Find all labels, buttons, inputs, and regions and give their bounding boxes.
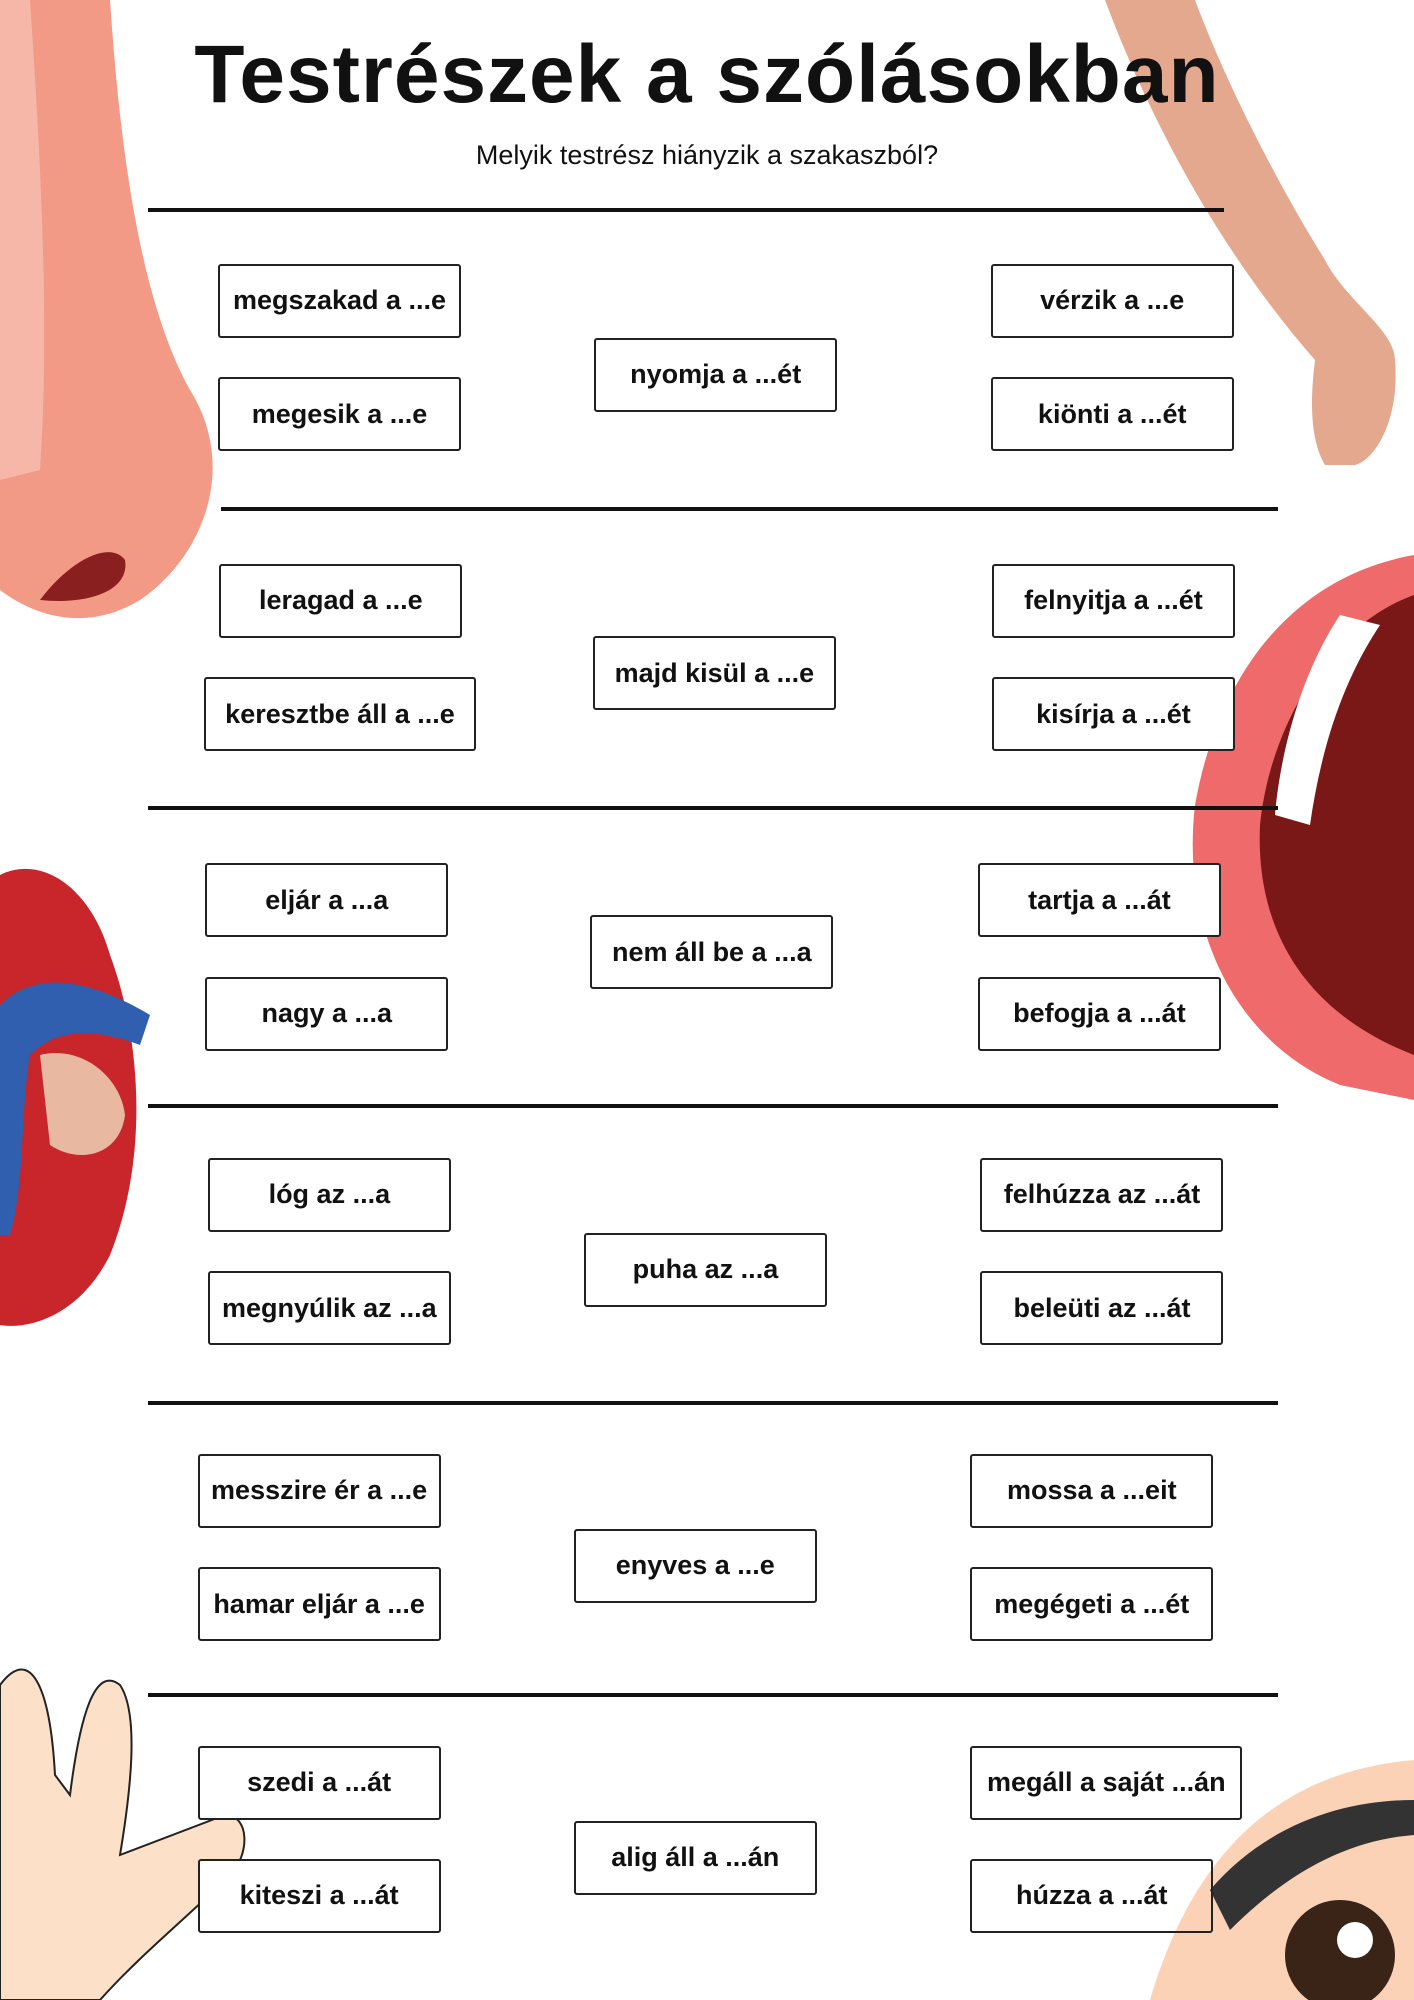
phrase-box-center: alig áll a ...án bbox=[573, 1820, 817, 1895]
section-divider bbox=[147, 1104, 1278, 1109]
section-divider bbox=[147, 805, 1278, 810]
mouth-illustration bbox=[1192, 555, 1414, 1100]
section-divider bbox=[147, 207, 1224, 212]
phrase-box-left: leragad a ...e bbox=[219, 563, 463, 638]
nose-illustration bbox=[0, 0, 213, 619]
phrase-box-right: beleüti az ...át bbox=[980, 1271, 1224, 1346]
phrase-box-left: messzire ér a ...e bbox=[197, 1453, 441, 1528]
heart-illustration bbox=[0, 868, 150, 1326]
phrase-box-left: megnyúlik az ...a bbox=[207, 1271, 451, 1346]
phrase-box-right: húzza a ...át bbox=[970, 1858, 1214, 1933]
section-divider bbox=[220, 507, 1278, 512]
phrase-box-right: felhúzza az ...át bbox=[980, 1157, 1224, 1232]
arm-illustration bbox=[1105, 0, 1396, 465]
phrase-box-right: kiönti a ...ét bbox=[990, 377, 1234, 452]
phrase-box-right: felnyitja a ...ét bbox=[991, 563, 1235, 638]
phrase-box-right: mossa a ...eit bbox=[970, 1453, 1214, 1528]
phrase-box-center: majd kisül a ...e bbox=[592, 636, 836, 711]
page-title: Testrészek a szólásokban bbox=[194, 29, 1220, 120]
section-divider bbox=[147, 1401, 1278, 1406]
phrase-box-right: vérzik a ...e bbox=[990, 263, 1234, 338]
phrase-box-left: szedi a ...át bbox=[197, 1745, 441, 1820]
phrase-box-left: eljár a ...a bbox=[205, 863, 449, 938]
eye-illustration bbox=[1150, 1760, 1414, 2000]
phrase-box-left: lóg az ...a bbox=[207, 1157, 451, 1232]
phrase-box-left: megszakad a ...e bbox=[218, 263, 462, 338]
phrase-box-right: tartja a ...át bbox=[977, 863, 1221, 938]
phrase-box-center: nyomja a ...ét bbox=[594, 337, 838, 412]
section-divider bbox=[147, 1693, 1278, 1698]
phrase-box-center: nem áll be a ...a bbox=[590, 915, 834, 990]
phrase-box-center: puha az ...a bbox=[583, 1232, 827, 1307]
hand-illustration bbox=[0, 1668, 246, 2000]
phrase-box-right: befogja a ...át bbox=[977, 976, 1221, 1051]
phrase-box-left: megesik a ...e bbox=[218, 377, 462, 452]
phrase-box-right: kisírja a ...ét bbox=[991, 677, 1235, 752]
phrase-box-right: megáll a saját ...án bbox=[970, 1745, 1243, 1820]
page-subtitle: Melyik testrész hiányzik a szakaszból? bbox=[475, 140, 939, 170]
phrase-box-left: hamar eljár a ...e bbox=[197, 1567, 441, 1641]
phrase-box-left: keresztbe áll a ...e bbox=[204, 677, 476, 752]
phrase-box-left: nagy a ...a bbox=[205, 976, 449, 1051]
phrase-box-left: kiteszi a ...át bbox=[197, 1858, 441, 1933]
phrase-box-right: megégeti a ...ét bbox=[970, 1567, 1214, 1641]
phrase-box-center: enyves a ...e bbox=[573, 1528, 817, 1603]
